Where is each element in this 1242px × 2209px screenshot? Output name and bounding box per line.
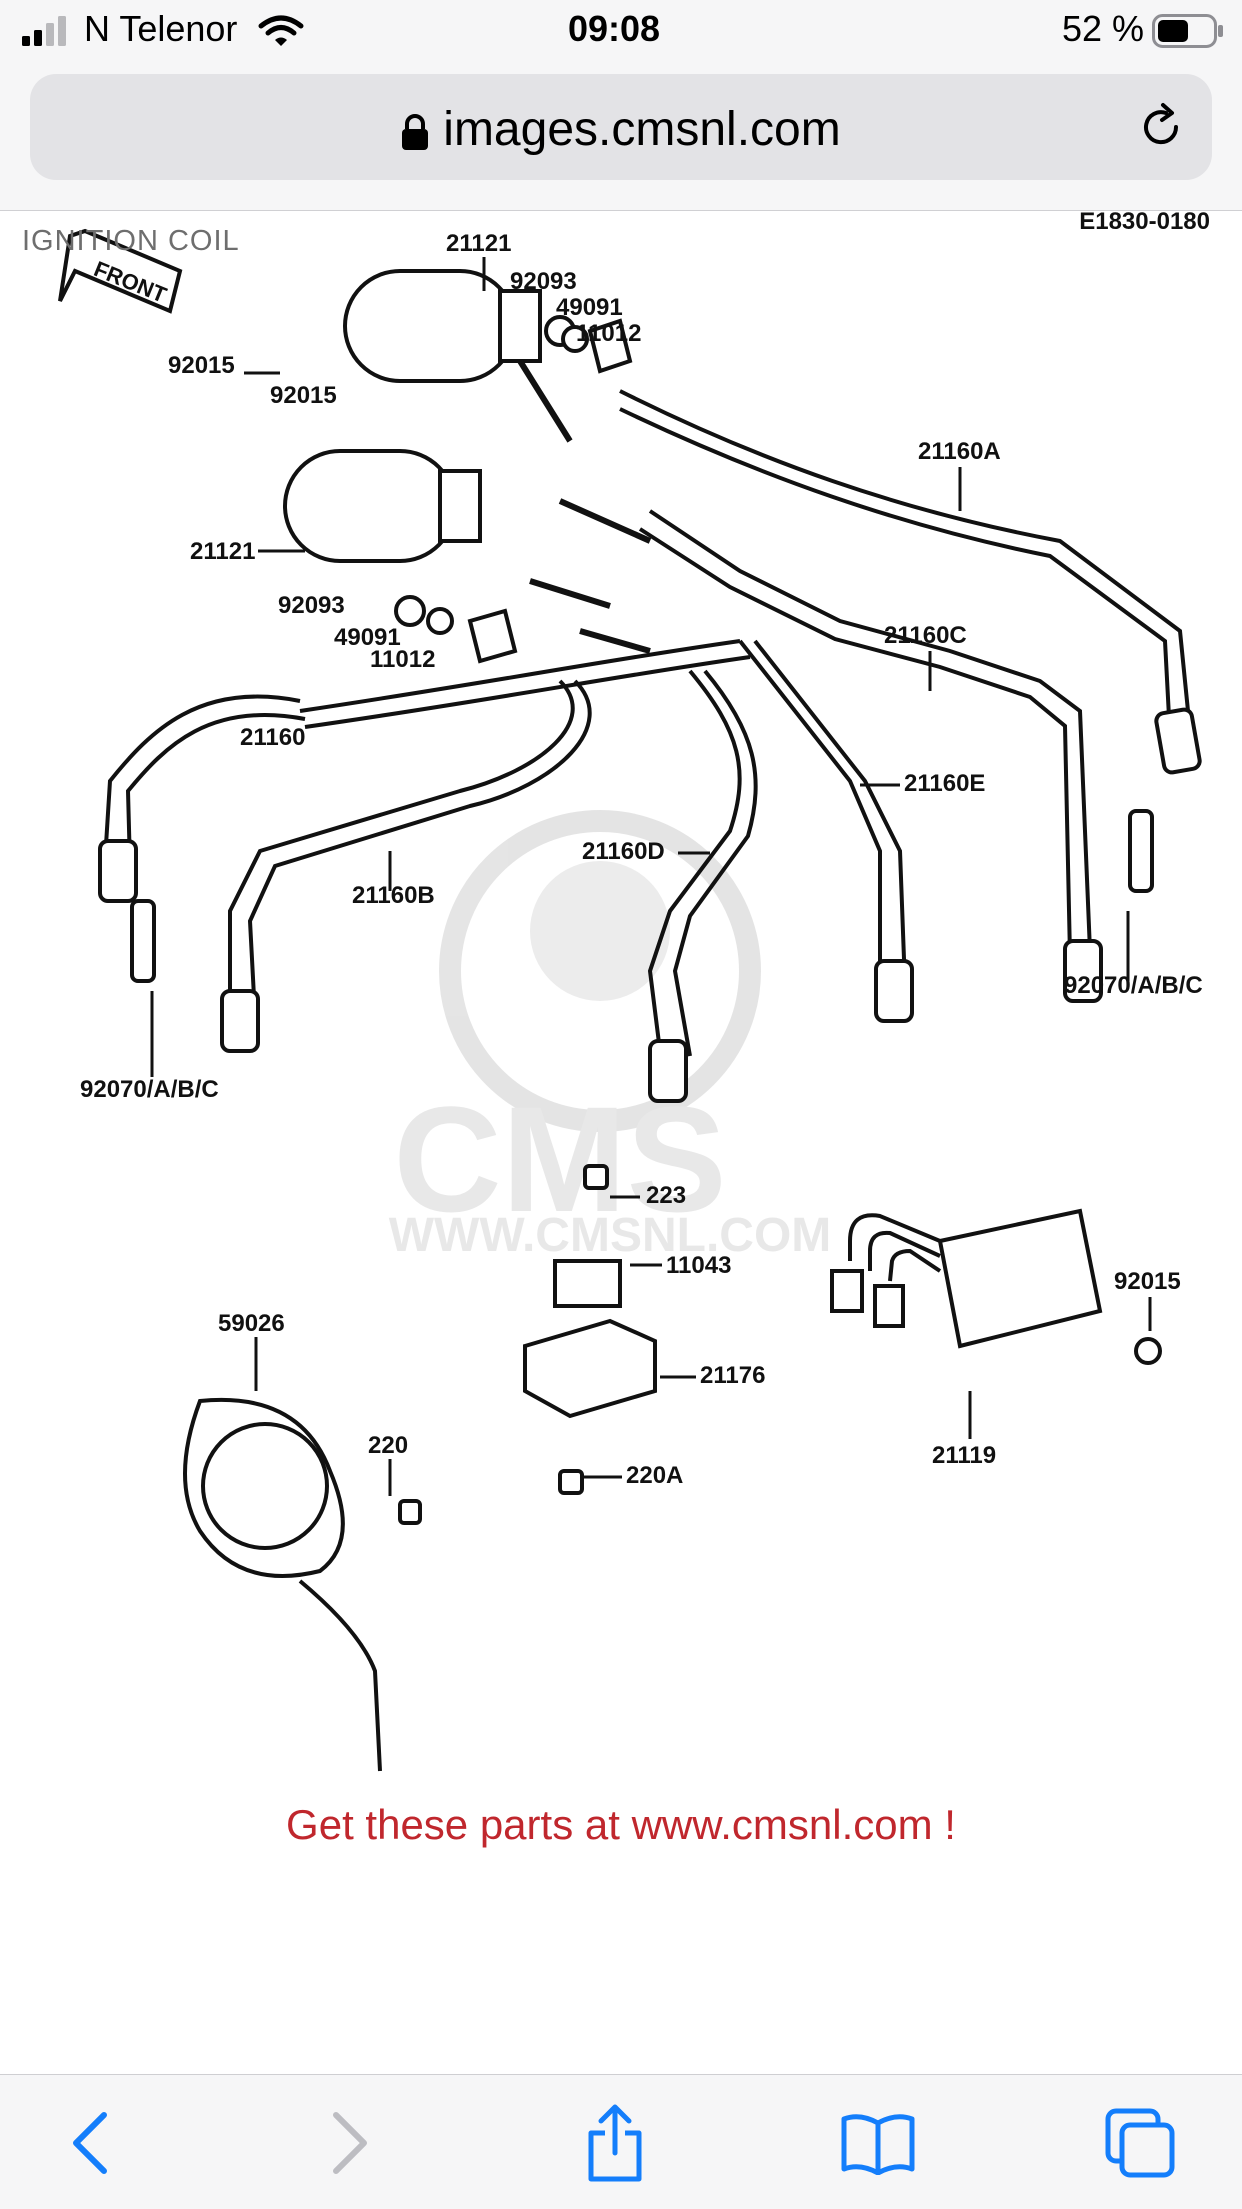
part-label: 21176 [700, 1362, 765, 1389]
carrier-name: N Telenor [84, 8, 238, 49]
forward-icon [333, 2112, 367, 2174]
address-bar[interactable]: images.cmsnl.com [30, 74, 1212, 180]
plug-wires [103, 389, 1192, 1057]
bookmarks-icon [841, 2114, 915, 2175]
part-label: 21160B [352, 882, 435, 909]
part-label: 21160A [918, 438, 1001, 465]
status-bar: N Telenor 09:08 52 % [0, 0, 1242, 62]
watermark-url: WWW.CMSNL.COM [389, 1209, 832, 1262]
plug-caps [98, 707, 1202, 1103]
part-label: 21160D [582, 838, 665, 865]
forward-button[interactable] [310, 2103, 390, 2183]
part-label: 220A [626, 1462, 683, 1489]
pickup-coil-cover [183, 1397, 422, 1772]
part-label: 21121 [446, 230, 511, 257]
share-button[interactable] [575, 2103, 655, 2183]
part-label: 220 [368, 1432, 408, 1459]
tabs-button[interactable] [1100, 2103, 1180, 2183]
clock: 09:08 [568, 8, 661, 49]
signal-icon [22, 16, 66, 46]
back-icon [73, 2112, 107, 2174]
part-label: 92015 [168, 352, 235, 379]
parts-diagram: CMS WWW.CMSNL.COM FRONT E1830-0180 [58, 211, 1210, 1772]
battery-percent: 52 % [1062, 8, 1145, 49]
part-label: 11012 [370, 646, 435, 673]
diagram-title: IGNITION COIL [22, 225, 240, 257]
wifi-icon [258, 15, 304, 46]
part-label: 92015 [270, 382, 337, 409]
reload-icon[interactable] [1136, 102, 1186, 152]
address-bar-display: images.cmsnl.com [30, 102, 1212, 157]
part-label: 11043 [666, 1252, 731, 1279]
spark-plugs [130, 809, 1154, 983]
part-label: 92093 [510, 268, 577, 295]
part-label: 21119 [932, 1442, 996, 1469]
part-label: 92070/A/B/C [1064, 972, 1203, 999]
part-label: 49091 [334, 624, 401, 651]
battery-icon [1152, 14, 1223, 48]
part-label: 11012 [576, 320, 641, 347]
part-label: 92070/A/B/C [80, 1076, 219, 1103]
browser-header: images.cmsnl.com [0, 62, 1242, 211]
transistor-box [523, 1164, 657, 1495]
part-label: 92093 [278, 592, 345, 619]
ignitor-unit [830, 1208, 1162, 1365]
part-label: 21160 [240, 724, 305, 751]
part-label: 21160E [904, 770, 985, 797]
bookmarks-button[interactable] [838, 2103, 918, 2183]
url-text: images.cmsnl.com [443, 103, 841, 156]
ignition-coil-lower [283, 359, 652, 664]
back-button[interactable] [50, 2103, 130, 2183]
part-label: 21121 [190, 538, 255, 565]
ignition-coil-upper [343, 269, 633, 383]
part-label: 223 [646, 1182, 686, 1209]
safari-toolbar [0, 2074, 1242, 2209]
part-label: 21160C [884, 622, 967, 649]
tabs-icon [1105, 2108, 1175, 2178]
part-label: 92015 [1114, 1268, 1181, 1295]
share-icon [588, 2104, 642, 2182]
part-label: 59026 [218, 1310, 285, 1337]
diagram-code: E1830-0180 [1079, 211, 1210, 235]
lock-icon [402, 114, 429, 151]
part-label: 49091 [556, 294, 623, 321]
leader-lines [150, 257, 1152, 1496]
web-content: CMS WWW.CMSNL.COM FRONT E1830-0180 [0, 211, 1242, 1848]
part-labels: 21121 92093 49091 11012 92015 92015 2116… [80, 230, 1203, 1489]
cta-link[interactable]: Get these parts at www.cmsnl.com ! [286, 1801, 956, 1848]
